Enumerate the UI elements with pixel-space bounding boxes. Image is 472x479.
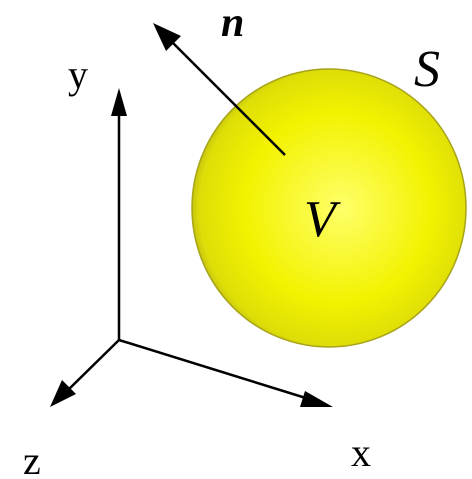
z-axis-label: z	[23, 438, 41, 479]
coordinate-axes	[50, 88, 333, 407]
x-axis-arrowhead	[300, 391, 333, 407]
z-axis-arrowhead	[50, 380, 76, 407]
x-axis-line	[118, 338, 310, 401]
surface-label: S	[414, 41, 440, 98]
normal-vector-label: n	[221, 0, 244, 46]
x-axis-label: x	[351, 430, 371, 475]
y-axis-arrowhead	[111, 88, 127, 116]
volume-label: V	[304, 191, 341, 248]
z-axis-line	[66, 339, 120, 392]
normal-vector-arrow	[153, 23, 286, 156]
y-axis-label: y	[68, 52, 88, 97]
normal-arrowhead	[153, 23, 181, 51]
arrow-icon	[155, 25, 286, 156]
sphere-icon	[191, 68, 467, 348]
